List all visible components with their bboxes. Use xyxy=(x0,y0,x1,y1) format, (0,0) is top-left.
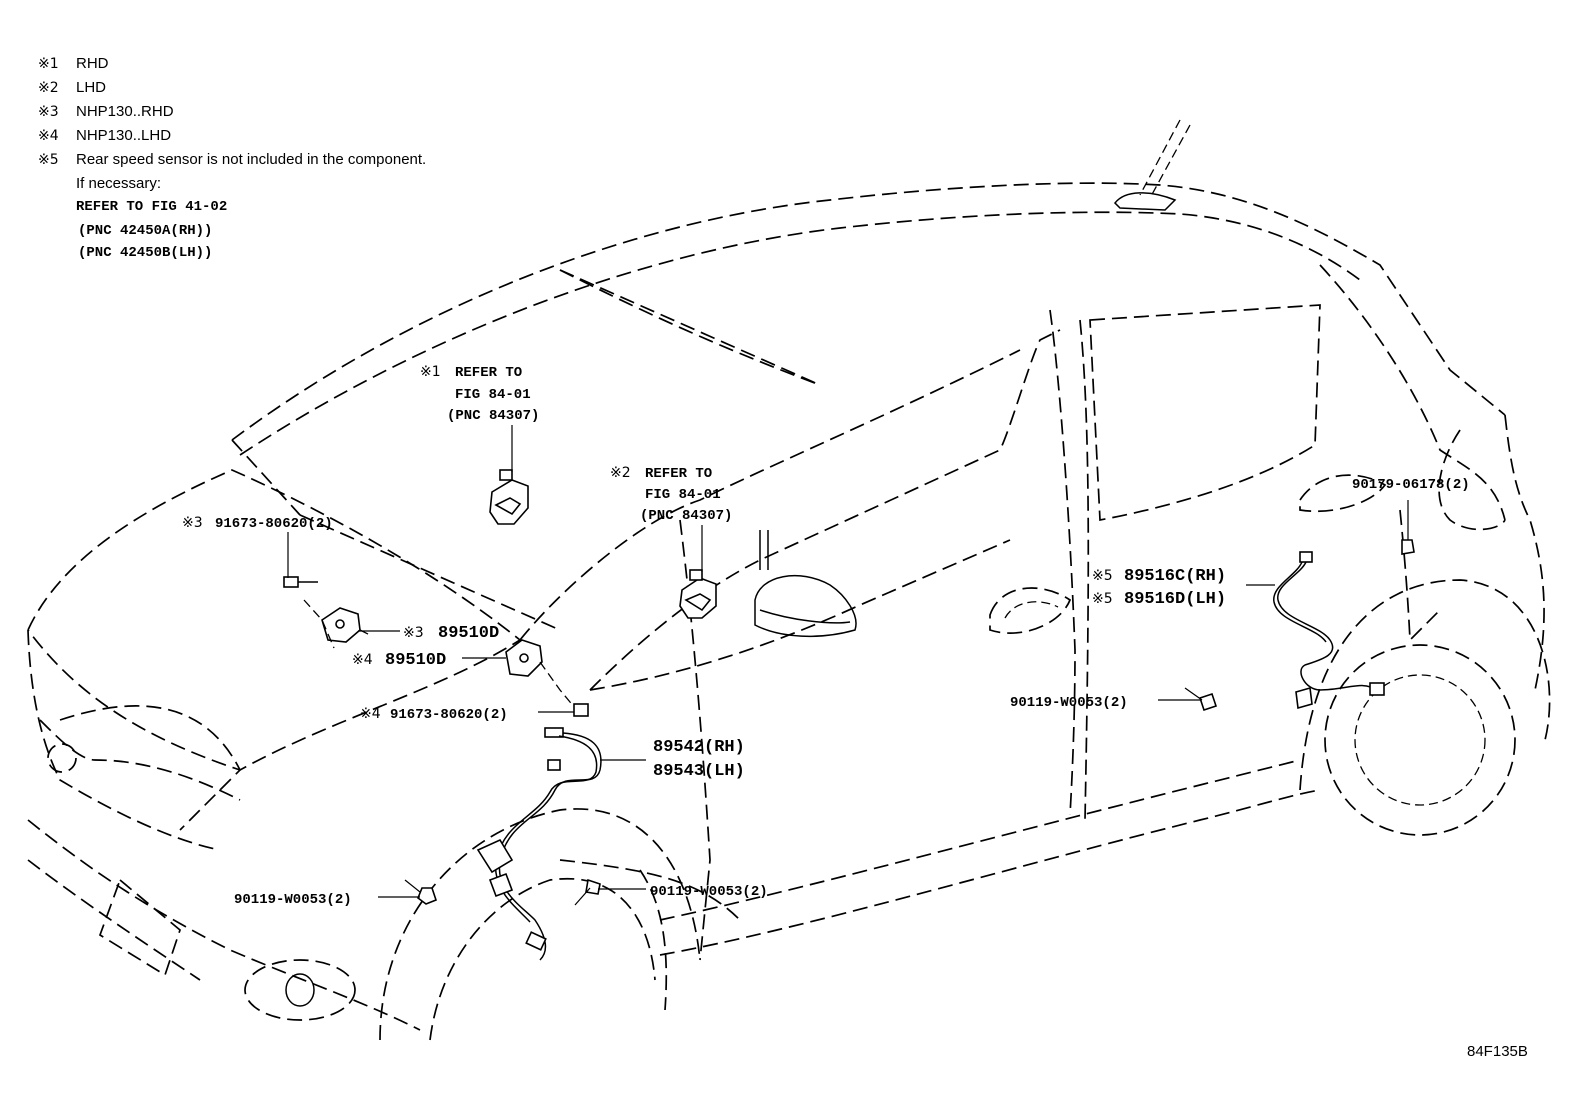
note-2: ※2 LHD xyxy=(38,79,106,96)
front-bolts xyxy=(404,878,601,906)
note-5-line1: If necessary: xyxy=(76,175,161,192)
svg-text:89516C(RH): 89516C(RH) xyxy=(1124,567,1226,586)
note-3: ※3 NHP130..RHD xyxy=(38,103,174,120)
front-speed-sensor xyxy=(476,727,602,961)
svg-text:REFER TO: REFER TO xyxy=(645,466,712,482)
yaw-rate-sensor-4 xyxy=(505,639,589,717)
callout-sensor3: ※3 89510D xyxy=(403,624,499,643)
abs-module-ref2 xyxy=(679,569,717,619)
figure-code: 84F135B xyxy=(1467,1043,1528,1060)
svg-text:Rear speed sensor is not inclu: Rear speed sensor is not included in the… xyxy=(76,151,426,168)
callout-front-sensor-lh: 89543(LH) xyxy=(653,762,745,781)
svg-text:※5: ※5 xyxy=(38,152,59,168)
svg-text:FIG 84-01: FIG 84-01 xyxy=(645,487,721,503)
svg-text:NHP130..RHD: NHP130..RHD xyxy=(76,103,174,120)
svg-text:※5: ※5 xyxy=(1092,591,1113,607)
svg-text:89510D: 89510D xyxy=(385,651,446,670)
note-1: ※1 RHD xyxy=(38,55,109,72)
svg-text:※1: ※1 xyxy=(38,56,59,72)
yaw-rate-sensor-3 xyxy=(283,576,373,649)
abs-module-ref1 xyxy=(489,469,529,525)
svg-text:91673-80620(2): 91673-80620(2) xyxy=(215,516,333,532)
leader-lines xyxy=(287,425,1409,898)
svg-text:LHD: LHD xyxy=(76,79,106,96)
door-mirror xyxy=(754,530,857,638)
note-5-line3: (PNC 42450A(RH)) xyxy=(78,223,212,239)
svg-text:※3: ※3 xyxy=(38,104,59,120)
note-5-line2: REFER TO FIG 41-02 xyxy=(76,199,227,215)
callout-rear-sensor-lh: ※5 89516D(LH) xyxy=(1092,590,1226,609)
callout-bolt3: ※3 91673-80620(2) xyxy=(182,515,333,532)
svg-text:89510D: 89510D xyxy=(438,624,499,643)
svg-text:FIG 84-01: FIG 84-01 xyxy=(455,387,531,403)
svg-text:(PNC 84307): (PNC 84307) xyxy=(447,408,539,424)
svg-text:※5: ※5 xyxy=(1092,568,1113,584)
svg-text:※4: ※4 xyxy=(38,128,59,144)
callout-bolt-front-right: 90119-W0053(2) xyxy=(650,884,768,900)
callout-bolt-rear: 90119-W0053(2) xyxy=(1010,695,1128,711)
svg-text:89516D(LH): 89516D(LH) xyxy=(1124,590,1226,609)
svg-text:※4: ※4 xyxy=(352,652,373,668)
callout-ref2: ※2 REFER TO FIG 84-01 (PNC 84307) xyxy=(610,465,732,524)
svg-text:※4: ※4 xyxy=(360,706,381,722)
svg-text:※2: ※2 xyxy=(610,465,631,481)
car-body-outline xyxy=(27,119,1551,1041)
note-5-line4: (PNC 42450B(LH)) xyxy=(78,245,212,261)
note-4: ※4 NHP130..LHD xyxy=(38,127,171,144)
note-5: ※5 Rear speed sensor is not included in t… xyxy=(38,151,426,168)
rear-speed-sensor xyxy=(1184,539,1415,712)
svg-text:NHP130..LHD: NHP130..LHD xyxy=(76,127,171,144)
svg-text:REFER TO: REFER TO xyxy=(455,365,522,381)
callout-sensor4: ※4 89510D xyxy=(352,651,446,670)
svg-text:RHD: RHD xyxy=(76,55,109,72)
svg-text:(PNC 84307): (PNC 84307) xyxy=(640,508,732,524)
svg-text:※3: ※3 xyxy=(182,515,203,531)
svg-text:91673-80620(2): 91673-80620(2) xyxy=(390,707,508,723)
callout-rear-sensor-rh: ※5 89516C(RH) xyxy=(1092,567,1226,586)
callout-bolt-front-left: 90119-W0053(2) xyxy=(234,892,352,908)
callout-ref1: ※1 REFER TO FIG 84-01 (PNC 84307) xyxy=(420,364,539,424)
svg-text:※3: ※3 xyxy=(403,625,424,641)
callout-clip-rear: 90179-06178(2) xyxy=(1352,477,1470,493)
svg-text:※2: ※2 xyxy=(38,80,59,96)
svg-text:※1: ※1 xyxy=(420,364,441,380)
callout-bolt4: ※4 91673-80620(2) xyxy=(360,706,508,723)
callout-front-sensor-rh: 89542(RH) xyxy=(653,738,745,757)
